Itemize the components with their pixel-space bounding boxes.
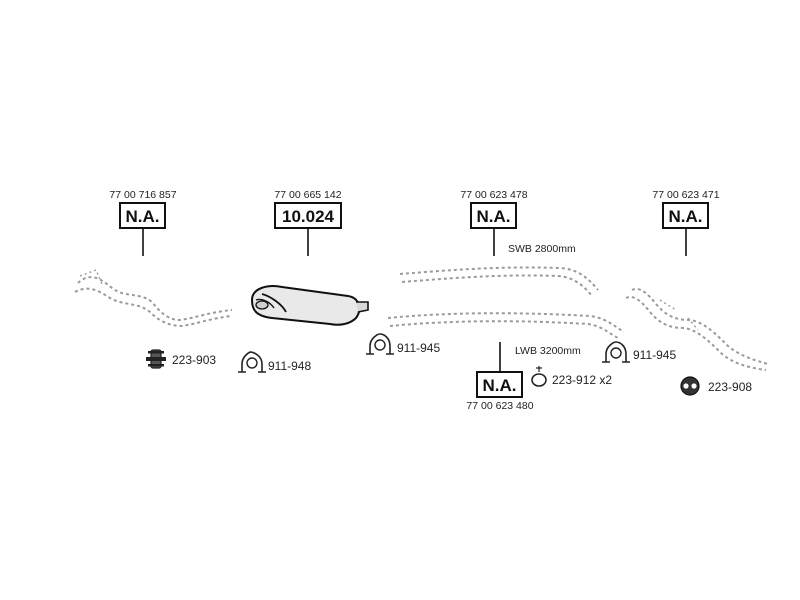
- hardware-911-948: 911-948: [238, 351, 311, 373]
- hardware-223-912: 223-912 x2: [531, 366, 612, 387]
- hardware-label-911-948: 911-948: [268, 359, 311, 373]
- callout-swb-pipe: 77 00 623 478 N.A. SWB 2800mm: [460, 189, 576, 256]
- hardware-label-223-903: 223-903: [172, 353, 216, 367]
- callout-front-pipe: 77 00 716 857 N.A.: [109, 189, 177, 256]
- centre-silencer-drawing: [250, 285, 369, 326]
- callout-lwb-pipe: N.A. 77 00 623 480 LWB 3200mm: [466, 342, 581, 412]
- hardware-911-945-right: 911-945: [602, 341, 676, 363]
- code-centre-silencer: 10.024: [282, 207, 335, 226]
- rubber-mount-icon: [146, 349, 166, 369]
- part-number-lwb-pipe: 77 00 623 480: [466, 400, 533, 412]
- clamp-icon: [366, 333, 394, 355]
- hardware-label-223-908: 223-908: [708, 380, 752, 394]
- part-number-tail-pipe: 77 00 623 471: [652, 189, 719, 201]
- part-number-centre-silencer: 77 00 665 142: [274, 189, 341, 201]
- callout-tail-pipe: 77 00 623 471 N.A.: [652, 189, 720, 256]
- part-number-swb-pipe: 77 00 623 478: [460, 189, 527, 201]
- front-pipe-drawing: [74, 269, 233, 328]
- note-lwb: LWB 3200mm: [515, 345, 581, 357]
- hardware-label-911-945-right: 911-945: [633, 348, 676, 362]
- note-swb: SWB 2800mm: [508, 243, 576, 255]
- rubber-ring-icon: [680, 376, 700, 396]
- tail-pipe-drawing: [625, 288, 769, 371]
- code-box-centre-silencer: [274, 202, 342, 229]
- part-number-front-pipe: 77 00 716 857: [109, 189, 176, 201]
- hardware-223-903: 223-903: [146, 349, 216, 369]
- hardware-911-945-left: 911-945: [366, 333, 440, 355]
- code-swb-pipe: N.A.: [477, 207, 511, 226]
- clamp-icon: [602, 341, 630, 363]
- code-box-lwb-pipe: [476, 371, 523, 398]
- code-tail-pipe: N.A.: [669, 207, 703, 226]
- intermediate-pipes-drawing: [387, 266, 625, 339]
- clamp-icon: [238, 351, 266, 373]
- code-front-pipe: N.A.: [126, 207, 160, 226]
- hardware-label-223-912: 223-912 x2: [552, 373, 612, 387]
- hardware-223-908: 223-908: [680, 376, 752, 396]
- gasket-ring-icon: [531, 366, 547, 387]
- callout-centre-silencer: 77 00 665 142 10.024: [274, 189, 342, 256]
- hardware-label-911-945-left: 911-945: [397, 341, 440, 355]
- code-lwb-pipe: N.A.: [483, 376, 517, 395]
- code-box-swb-pipe: [470, 202, 517, 229]
